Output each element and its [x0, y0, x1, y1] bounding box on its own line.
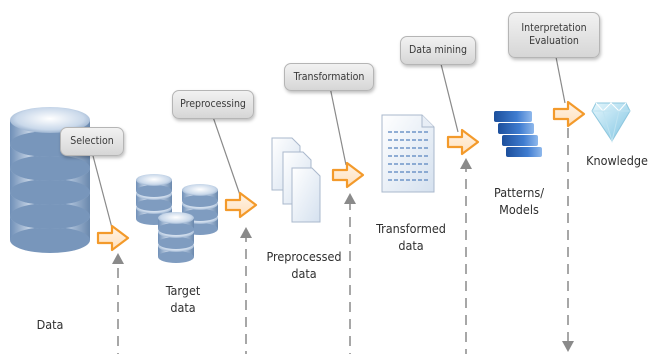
interpretation-evaluation-callout: Interpretation Evaluation: [508, 12, 600, 58]
preprocessed-data-label: Preprocessed data: [266, 249, 342, 281]
patterns-models-label: Patterns/ Models: [493, 185, 545, 217]
arrow-transformation: [331, 161, 365, 189]
knowledge-diamond-icon: [591, 102, 631, 143]
target-data-database-icon: [136, 174, 218, 263]
feedback-dashed-lines: [117, 128, 569, 354]
dashed-line-arrowheads: [112, 158, 574, 352]
arrowhead-up-4: [460, 158, 472, 169]
knowledge-label: Knowledge: [586, 153, 648, 168]
target-data-label: Target data: [165, 283, 201, 315]
connector-interpretation: [555, 56, 566, 104]
connector-selection: [91, 151, 113, 229]
selection-callout: Selection: [60, 127, 124, 156]
patterns-models-icon: [494, 111, 542, 157]
arrowhead-up-1: [112, 253, 124, 264]
connector-transformation: [329, 86, 347, 166]
arrowhead-up-3: [344, 193, 356, 204]
data-mining-callout: Data mining: [400, 36, 476, 65]
connector-data-mining: [439, 59, 459, 133]
arrow-selection: [96, 224, 130, 252]
arrow-data-mining: [446, 128, 480, 156]
arrowhead-up-2: [240, 227, 252, 238]
transformed-data-document-icon: [381, 114, 435, 193]
arrowhead-down-5: [562, 341, 574, 352]
preprocessing-callout: Preprocessing: [172, 90, 254, 119]
transformed-data-label: Transformed data: [376, 221, 446, 253]
callout-connectors: [91, 56, 566, 229]
transformation-callout: Transformation: [284, 63, 374, 91]
arrow-preprocessing: [224, 191, 258, 219]
data-label: Data: [36, 317, 64, 332]
preprocessed-data-documents-icon: [271, 137, 321, 223]
arrow-interpretation: [552, 100, 586, 128]
connector-preprocessing: [211, 113, 241, 196]
